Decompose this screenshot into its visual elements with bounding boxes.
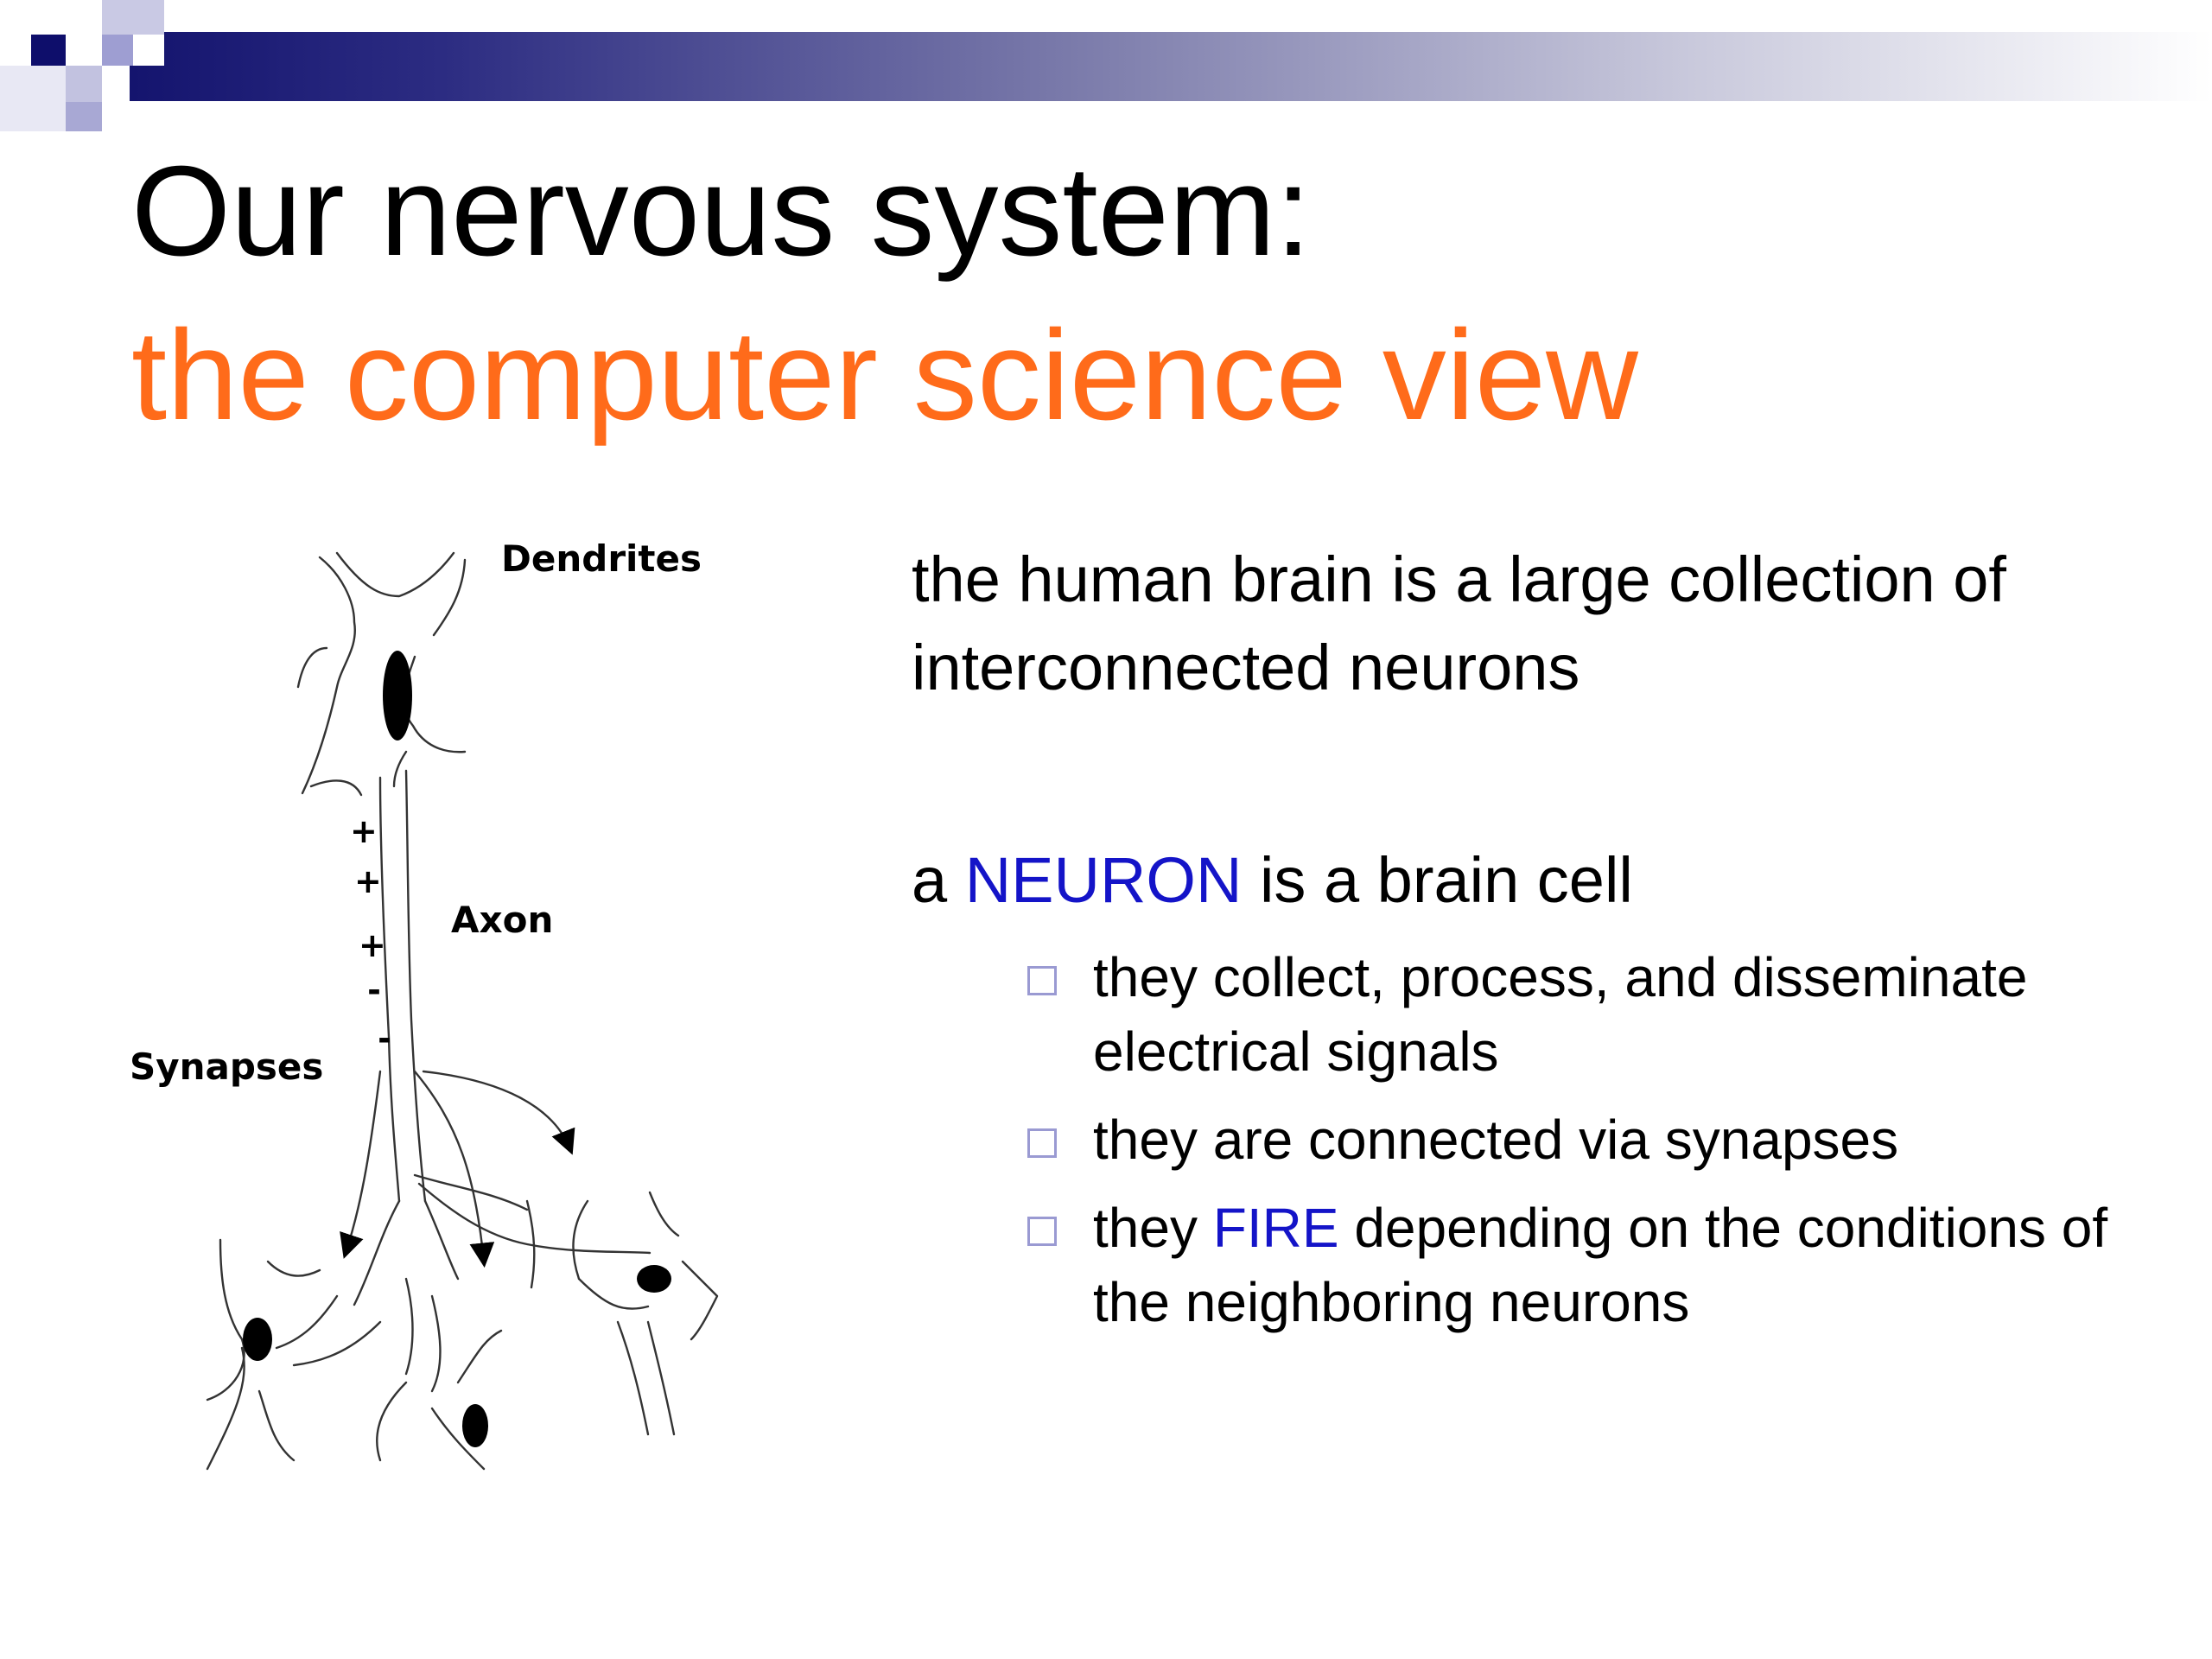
charge-sign: + [350,812,378,850]
header-gradient-bar [130,32,2212,101]
header-square-light [102,0,164,35]
paragraph-neuron: a NEURON is a brain cell [912,836,2190,925]
hollow-square-icon [1027,1217,1057,1246]
bullet-prefix: they [1093,1197,1213,1259]
paragraph-brain: the human brain is a large collection of… [912,543,2006,703]
label-axon: Axon [451,899,554,941]
charge-sign: - [367,971,381,1009]
bullet-text: they are connected via synapses [1093,1109,1899,1171]
neuron-diagram: Dendrites Axon Synapses + + + - - [121,518,743,1486]
slide-title: Our nervous system: the computer science… [131,130,1638,458]
bullet-suffix: depending on the conditions of the neigh… [1093,1197,2108,1333]
hollow-square-icon [1027,1128,1057,1158]
charge-sign: - [378,1020,391,1058]
header-square-dark [31,35,66,66]
hollow-square-icon [1027,966,1057,995]
label-synapses: Synapses [130,1046,324,1088]
neuron-suffix: is a brain cell [1242,844,1633,916]
title-line-1: Our nervous system: [131,140,1312,283]
header-square-pale [0,66,66,131]
bullet-item: they collect, process, and disseminate e… [1024,940,2190,1089]
bullet-item: they FIRE depending on the conditions of… [1024,1191,2190,1339]
charge-sign: + [359,926,386,964]
title-line-2: the computer science view [131,304,1638,447]
neuron-prefix: a [912,844,965,916]
header-square-white [133,35,164,66]
header-square-medium [102,35,133,66]
bullet-item: they are connected via synapses [1024,1103,2190,1177]
neuron-illustration [206,551,719,1471]
bullet-text: they collect, process, and disseminate e… [1093,946,2028,1083]
neuron-keyword: NEURON [964,844,1243,916]
charge-sign: + [354,862,382,900]
fire-keyword: FIRE [1212,1197,1339,1259]
bullet-list: they collect, process, and disseminate e… [1024,940,2190,1353]
header-square-lilac [66,102,102,131]
header-square-lavender [66,66,102,102]
label-dendrites: Dendrites [501,537,702,580]
